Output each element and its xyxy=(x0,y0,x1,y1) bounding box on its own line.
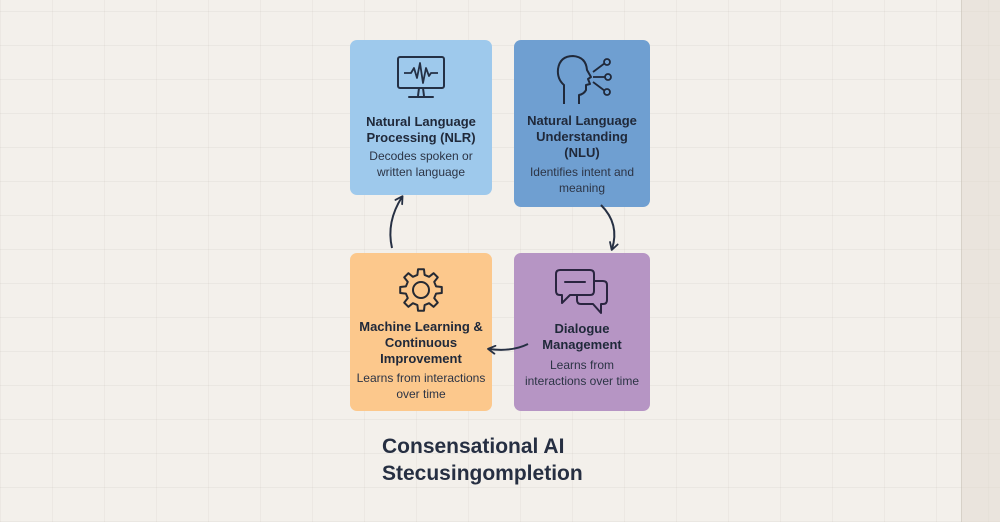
diagram-caption-line-1: Consensational AI xyxy=(382,435,565,458)
dialogue-management-title: Dialogue Management xyxy=(542,321,622,352)
gear-icon xyxy=(396,265,446,320)
nlp-card: Natural Language Processing (NLR) Decode… xyxy=(350,40,492,195)
nlu-card: Natural Language Understanding (NLU) Ide… xyxy=(514,40,650,207)
diagram-caption-line-2: Stecusingompletion xyxy=(382,462,583,485)
gear-center-hole xyxy=(412,281,430,299)
chat-bubbles-icon xyxy=(553,267,611,322)
nlp-card-title: Natural Language Processing (NLR) xyxy=(366,114,476,145)
dialogue-management-card: Dialogue Management Learns from interact… xyxy=(514,253,650,411)
dialogue-management-description: Learns from interactions over time xyxy=(524,358,640,388)
arrow-nlu-to-dialogue xyxy=(600,204,619,251)
nlu-card-description: Identifies intent and meaning xyxy=(529,165,635,195)
page-edge-strip xyxy=(961,0,1000,522)
head-network-icon xyxy=(549,52,615,111)
nlp-card-description: Decodes spoken or written language xyxy=(369,149,473,179)
machine-learning-title: Machine Learning & Continuous Improvemen… xyxy=(359,319,483,366)
nlu-card-title: Natural Language Understanding (NLU) xyxy=(527,113,637,160)
machine-learning-description: Learns from interactions over time xyxy=(356,371,486,401)
machine-learning-card: Machine Learning & Continuous Improvemen… xyxy=(350,253,492,411)
monitor-waveform-icon xyxy=(395,54,447,107)
arrow-ml-to-nlp xyxy=(389,195,404,249)
gear-outline xyxy=(399,268,443,312)
